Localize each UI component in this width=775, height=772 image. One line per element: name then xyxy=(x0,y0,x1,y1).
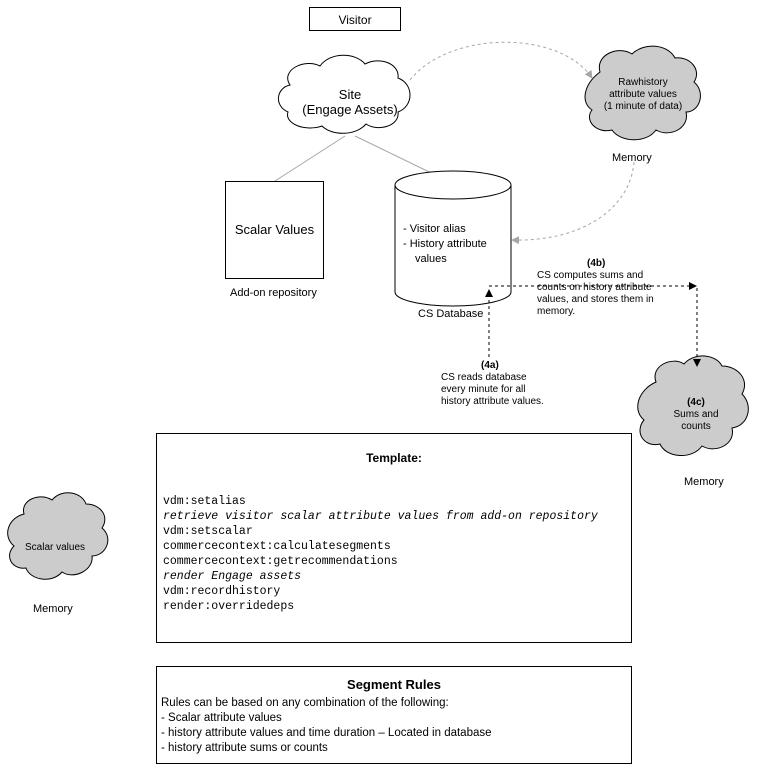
template-line: vdm:setscalar xyxy=(163,525,253,538)
raw-history-label: Rawhistory attribute values (1 minute of… xyxy=(588,77,698,113)
scalar-memory-cloud xyxy=(7,492,109,580)
template-line: render Engage assets xyxy=(163,570,302,583)
segment-rules-box: Segment Rules Rules can be based on any … xyxy=(156,666,632,764)
step-4a-line-1: CS reads database xyxy=(441,372,527,383)
step-4a-line-2: every minute for all xyxy=(441,384,526,395)
raw-history-to-database-arrow xyxy=(511,161,635,245)
step-4b-line-1: CS computes sums and xyxy=(537,270,644,281)
visitor-label: Visitor xyxy=(338,13,372,27)
database-item-visitor-alias: - Visitor alias xyxy=(403,223,466,235)
visitor-box: Visitor xyxy=(309,7,401,31)
segment-rules-item: - history attribute sums or counts xyxy=(161,742,328,754)
segment-rules-title: Segment Rules xyxy=(347,677,441,692)
raw-history-line-3: (1 minute of data) xyxy=(603,101,683,112)
database-item-values: values xyxy=(415,253,447,265)
scalar-values-label: Scalar Values xyxy=(234,222,315,237)
step-4c-memory-caption: Memory xyxy=(684,476,724,488)
template-line: vdm:setalias xyxy=(163,495,246,508)
cs-database-cylinder xyxy=(394,170,512,307)
template-line: vdm:recordhistory xyxy=(163,585,281,598)
raw-history-memory-caption: Memory xyxy=(612,152,652,164)
segment-rules-body: Rules can be based on any combination of… xyxy=(161,696,492,756)
raw-history-line-2: attribute values xyxy=(609,89,677,100)
step-4b-line-2: counts on history attribute xyxy=(537,282,652,293)
template-box: Template: vdm:setalias retrieve visitor … xyxy=(156,433,632,643)
step-4c-line-2: counts xyxy=(681,421,711,432)
sums-counts-cloud xyxy=(637,355,749,456)
step-4b-line-4: memory. xyxy=(537,306,576,317)
segment-rules-intro: Rules can be based on any combination of… xyxy=(161,697,449,709)
template-line: commercecontext:calculatesegments xyxy=(163,540,391,553)
segment-rules-item: - history attribute values and time dura… xyxy=(161,727,492,739)
template-line: commercecontext:getrecommendations xyxy=(163,555,398,568)
site-label: Site (Engage Assets) xyxy=(290,87,410,117)
step-4b-tag: (4b) xyxy=(587,258,606,269)
template-code: vdm:setalias retrieve visitor scalar att… xyxy=(163,494,598,614)
raw-history-cloud xyxy=(584,45,701,141)
raw-history-line-1: Rawhistory xyxy=(618,77,668,88)
template-title: Template: xyxy=(366,451,422,465)
site-cloud xyxy=(278,54,411,134)
scalar-memory-caption: Memory xyxy=(33,603,73,615)
add-on-repository-caption: Add-on repository xyxy=(230,287,317,299)
cs-database-caption: CS Database xyxy=(418,308,484,320)
step-4a-annotation: (4a) CS reads database every minute for … xyxy=(441,360,544,408)
site-to-scalar-connector xyxy=(274,135,346,182)
database-item-history-attribute: - History attribute xyxy=(403,238,487,250)
scalar-values-box: Scalar Values xyxy=(225,181,324,279)
site-subtitle: (Engage Assets) xyxy=(302,102,398,117)
step-4c-label: (4c) Sums and counts xyxy=(656,397,736,433)
scalar-memory-label: Scalar values xyxy=(24,542,86,553)
step-4b-annotation: (4b) CS computes sums and counts on hist… xyxy=(537,258,654,318)
step-4c-line-1: Sums and xyxy=(673,409,719,420)
step-4a-line-3: history attribute values. xyxy=(441,396,544,407)
database-contents: - Visitor alias - History attribute valu… xyxy=(403,222,487,267)
template-line: render:overridedeps xyxy=(163,600,295,613)
site-to-raw-history-arrow xyxy=(409,41,593,81)
site-title: Site xyxy=(338,87,362,102)
segment-rules-item: - Scalar attribute values xyxy=(161,712,282,724)
template-line: retrieve visitor scalar attribute values… xyxy=(163,510,598,523)
step-4b-line-3: values, and stores them in xyxy=(537,294,654,305)
step-4a-tag: (4a) xyxy=(481,360,499,371)
step-4c-tag: (4c) xyxy=(687,397,705,408)
